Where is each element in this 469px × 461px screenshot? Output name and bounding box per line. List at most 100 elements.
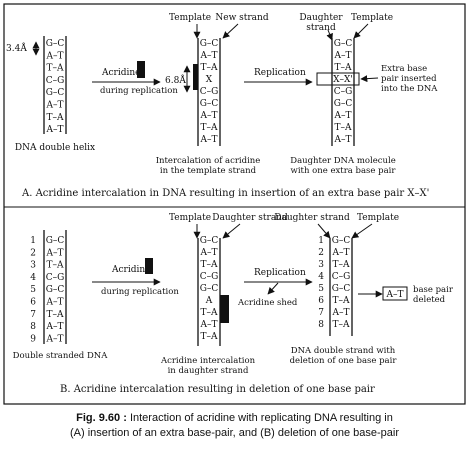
base-pair: C–G	[200, 87, 219, 97]
acridine-block	[137, 61, 145, 78]
acridine-intercalated	[193, 64, 198, 90]
base-pair: G–C	[200, 284, 219, 294]
base-pair: G–C	[334, 39, 353, 49]
template-label: Template	[169, 213, 211, 223]
base-pair: A–T	[331, 248, 349, 258]
base-pair: T–A	[334, 123, 352, 133]
base-pair: A–T	[45, 125, 63, 135]
row-number: 5	[318, 284, 324, 294]
base-pair: A–T	[333, 135, 351, 145]
panelA-helix: G–CA–TT–AC–GG–CA–TT–AA–T 3.4Å DNA double…	[6, 36, 95, 153]
daughter-label: Daughter strand	[212, 213, 288, 223]
base-pair: G–C	[200, 99, 219, 109]
right-label-1: DNA double strand with	[291, 346, 396, 356]
inserted-pair-box	[316, 72, 360, 86]
daughter-label: Daughter strand	[274, 213, 350, 223]
base-pair: G–C	[46, 39, 65, 49]
base-pair: C–G	[334, 87, 353, 97]
row-number: 1	[30, 236, 36, 246]
mid-label-2: in daughter strand	[168, 366, 249, 376]
base-pair: G–C	[46, 88, 65, 98]
base-pair: T–A	[334, 63, 352, 73]
base-pair: C–G	[200, 272, 219, 282]
right-label-2: deletion of one base pair	[290, 356, 398, 366]
panelA-caption: A. Acridine intercalation in DNA resulti…	[21, 188, 429, 199]
base-pair: A–T	[45, 51, 63, 61]
panelB-mid: Template Daughter strand G–C A–T T–A C–G G–C…	[160, 213, 288, 376]
base-pair: A–T	[333, 111, 351, 121]
arrow-bottom-label: Acridine shed	[237, 298, 298, 308]
mid-label-1: Acridine intercalation	[160, 356, 256, 366]
figure-caption-line1: Fig. 9.60 : Interaction of acridine with…	[0, 412, 469, 424]
deleted-label-1: base pair	[413, 285, 454, 295]
row-number: 2	[318, 248, 324, 258]
row-number: 9	[30, 334, 36, 344]
figure-caption-line2: (A) insertion of an extra base-pair, and…	[70, 427, 399, 439]
arrow-top-label: Replication	[254, 268, 306, 278]
base-pair: A–T	[199, 248, 217, 258]
daughter-label-2: strand	[306, 23, 336, 33]
base-pair: C–G	[332, 272, 351, 282]
base-pair: A–T	[199, 111, 217, 121]
figure-caption-text1: Interaction of acridine with replicating…	[126, 412, 393, 424]
base-pair: C–G	[46, 273, 65, 283]
base-pair: T–A	[332, 320, 350, 330]
base-pair: G–C	[334, 99, 353, 109]
right-label-1: Daughter DNA molecule	[290, 156, 396, 166]
figure-number: Fig. 9.60 :	[76, 412, 127, 424]
base-pair: G–C	[46, 285, 65, 295]
panelA-right: Daughter strand Template G–CA–TT–AX–X'C–…	[290, 13, 438, 176]
template-label: Template	[357, 213, 399, 223]
base-pair: G–C	[46, 236, 65, 246]
base-pair: T–A	[46, 113, 64, 123]
base-pair: G–C	[200, 236, 219, 246]
panelB-arrow2: Replication Acridine shed	[237, 268, 313, 308]
row-number: 7	[318, 308, 324, 318]
annot-3: into the DNA	[381, 84, 438, 94]
base-pair: A–T	[333, 51, 351, 61]
row-number: 7	[30, 310, 36, 320]
base-pair: T–A	[46, 261, 64, 271]
acridine-block	[145, 258, 153, 274]
row-number: 2	[30, 248, 36, 258]
base-pair: A–T	[45, 298, 63, 308]
row-number: 8	[30, 322, 36, 332]
mid-label-1: Intercalation of acridine	[156, 156, 261, 166]
base-pair: A–T	[45, 334, 63, 344]
base-pair: T–A	[332, 296, 350, 306]
panelA-arrow1: Acridine during replication	[92, 61, 178, 96]
deleted-pair-box	[382, 286, 408, 301]
base-pair: A–T	[199, 51, 217, 61]
row-number: 3	[318, 260, 324, 270]
template-label: Template	[351, 13, 393, 23]
base-pair: A–T	[45, 101, 63, 111]
base-pair: T–A	[200, 332, 218, 342]
row-number: 6	[318, 296, 324, 306]
base-pair: T–A	[46, 310, 64, 320]
spacing-label: 3.4Å	[6, 42, 27, 54]
base-pair: A–T	[199, 135, 217, 145]
base-pair: G–C	[200, 39, 219, 49]
base-pair: T–A	[200, 308, 218, 318]
panelB-arrow1: Acridine during replication	[92, 258, 179, 297]
base-pair: T–A	[200, 123, 218, 133]
panelB-caption: B. Acridine intercalation resulting in d…	[60, 384, 375, 395]
left-label: Double stranded DNA	[13, 351, 109, 361]
panel-frame	[3, 3, 466, 405]
arrow-top-label: Acridine	[111, 265, 150, 275]
template-label: Template	[169, 13, 211, 23]
base-pair: C–G	[46, 76, 65, 86]
mid-label-2: in the template strand	[160, 166, 257, 176]
base-pair: T–A	[200, 63, 218, 73]
base-pair: G–C	[332, 284, 351, 294]
arrow-top-label: Replication	[254, 68, 306, 78]
daughter-label-1: Daughter	[299, 13, 343, 23]
spacing-label: 6.8Å	[165, 74, 186, 86]
row-number: 3	[30, 261, 36, 271]
panelA-arrow2: Replication	[244, 68, 313, 86]
new-strand-label: New strand	[215, 13, 268, 23]
deleted-pair: A–T	[385, 290, 403, 300]
